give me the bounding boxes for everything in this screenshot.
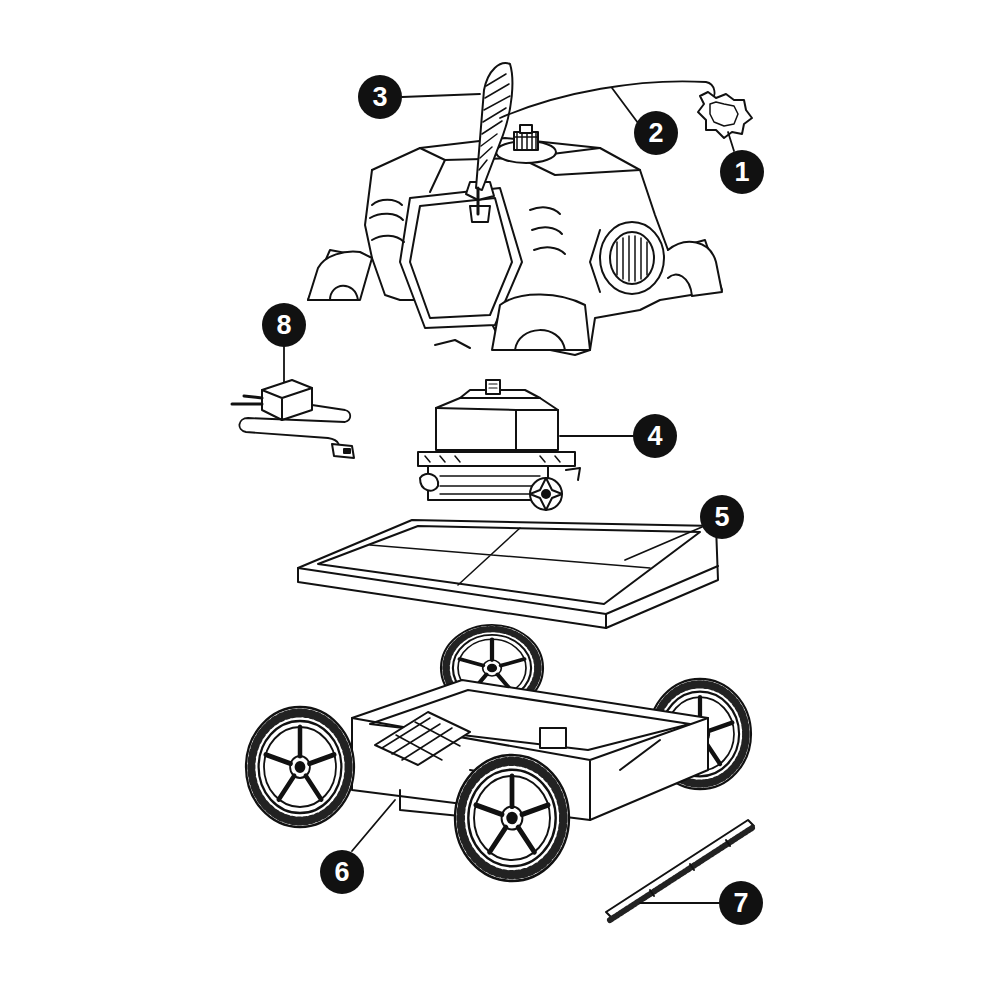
callout-number: 5	[700, 495, 744, 539]
callout-discs	[262, 75, 764, 925]
callout-number: 8	[262, 303, 306, 347]
pull-cord	[500, 81, 752, 138]
callout-number: 6	[320, 850, 364, 894]
robot-housing	[308, 125, 722, 355]
leader-lines	[284, 88, 734, 903]
chassis	[246, 625, 751, 881]
callout-number: 2	[634, 111, 678, 155]
charger	[232, 380, 354, 458]
callout-number: 7	[719, 881, 763, 925]
callout-number: 1	[720, 150, 764, 194]
filter-tray	[298, 520, 718, 628]
motor-unit	[418, 380, 580, 510]
handle	[476, 63, 512, 214]
callout-number: 4	[633, 414, 677, 458]
callout-number: 3	[358, 75, 402, 119]
